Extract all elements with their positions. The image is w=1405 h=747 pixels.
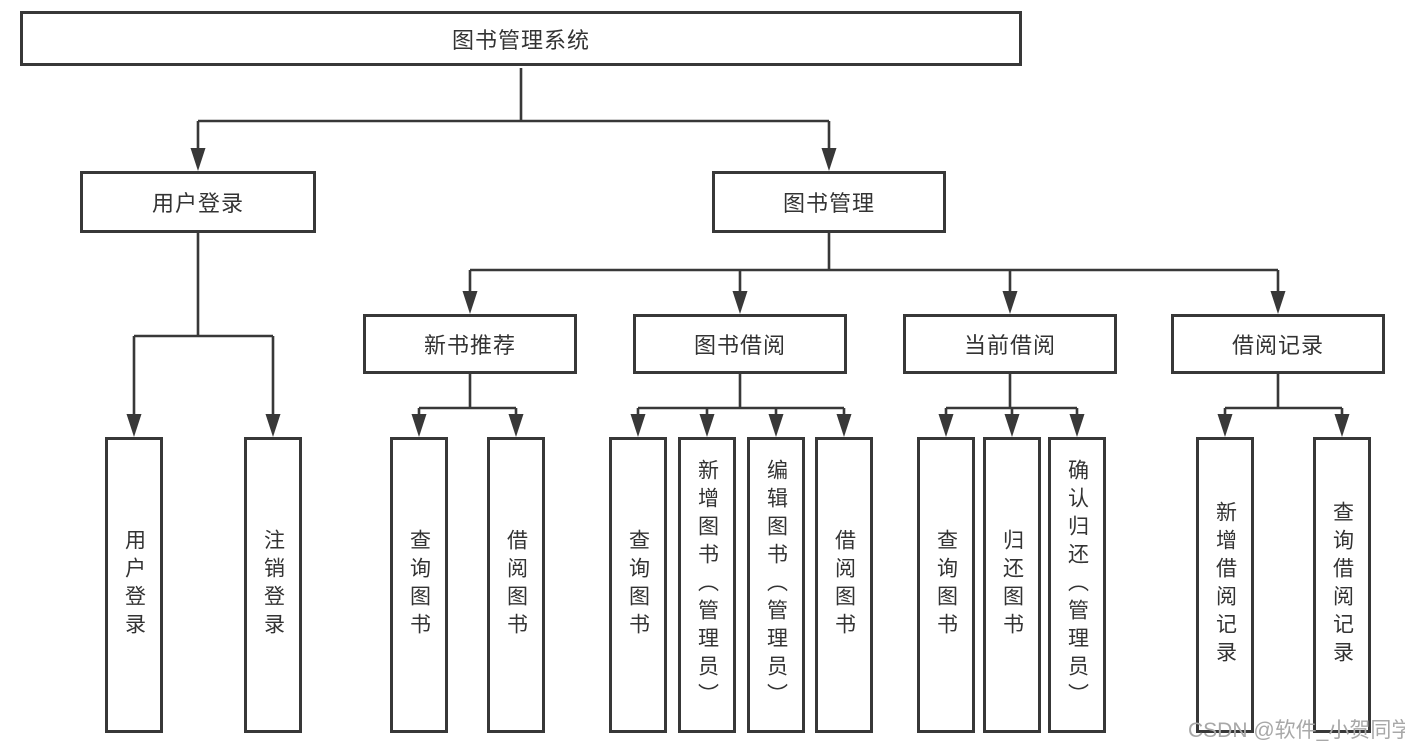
connector-borrow-records-to-leaves — [1217, 374, 1350, 437]
leaf-borrow-edit-books-admin: 编辑图书（管理员） — [747, 437, 805, 733]
leaf-borrow-add-books-admin: 新增图书（管理员） — [678, 437, 736, 733]
leaf-recommend-borrow-books: 借阅图书 — [487, 437, 545, 733]
leaf-current-confirm-return-admin: 确认归还（管理员） — [1048, 437, 1106, 733]
connector-book-management-to-level3 — [462, 233, 1286, 314]
node-book-management: 图书管理 — [712, 171, 946, 233]
node-book-borrow: 图书借阅 — [633, 314, 847, 374]
leaf-user-login: 用户登录 — [105, 437, 163, 733]
leaf-records-add-record: 新增借阅记录 — [1196, 437, 1254, 733]
watermark-text: CSDN @软件_小贺同学 — [1188, 719, 1405, 742]
connector-current-borrow-to-leaves — [938, 374, 1085, 437]
leaf-borrow-query-books: 查询图书 — [609, 437, 667, 733]
connector-user-login-to-leaves — [126, 233, 281, 437]
leaf-current-return-books: 归还图书 — [983, 437, 1041, 733]
node-borrow-records: 借阅记录 — [1171, 314, 1385, 374]
connector-new-book-recommend-to-leaves — [411, 374, 524, 437]
leaf-records-query-record: 查询借阅记录 — [1313, 437, 1371, 733]
node-user-login: 用户登录 — [80, 171, 316, 233]
connector-book-borrow-to-leaves — [630, 374, 852, 437]
node-current-borrow: 当前借阅 — [903, 314, 1117, 374]
node-root: 图书管理系统 — [20, 11, 1022, 66]
leaf-borrow-borrow-books: 借阅图书 — [815, 437, 873, 733]
node-new-book-recommend: 新书推荐 — [363, 314, 577, 374]
leaf-current-query-books: 查询图书 — [917, 437, 975, 733]
connector-root-to-level2 — [190, 68, 837, 171]
leaf-recommend-query-books: 查询图书 — [390, 437, 448, 733]
leaf-logout: 注销登录 — [244, 437, 302, 733]
